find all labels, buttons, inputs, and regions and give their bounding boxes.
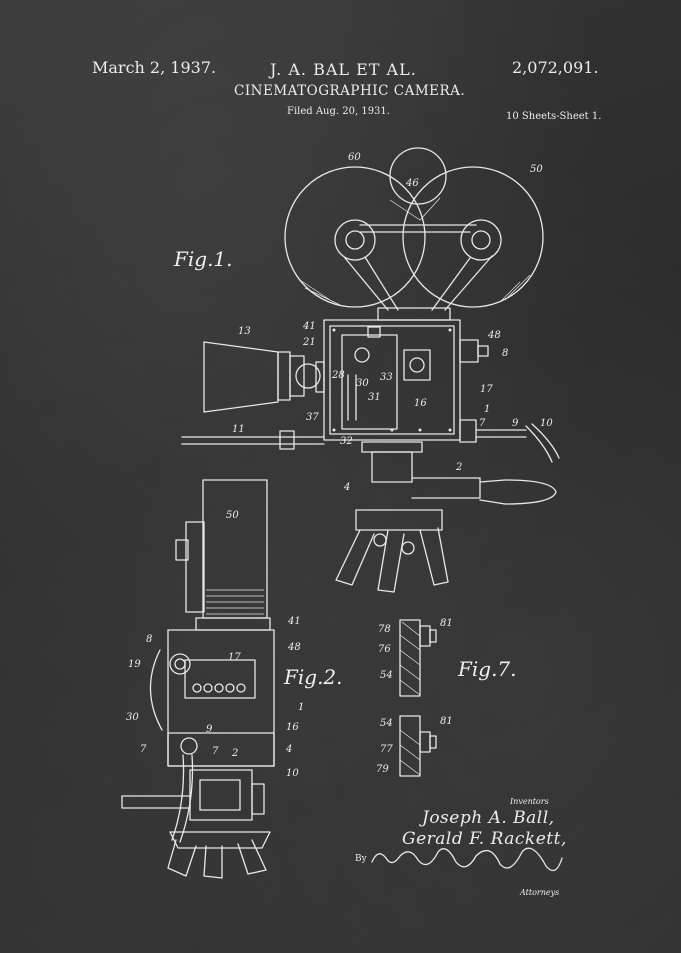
- filed-date: Filed Aug. 20, 1931.: [287, 106, 390, 117]
- reference-numeral: 16: [286, 722, 299, 733]
- patent-title: CINEMATOGRAPHIC CAMERA.: [234, 83, 466, 99]
- reference-numeral: 1: [298, 702, 304, 713]
- patent-date: March 2, 1937.: [92, 58, 217, 77]
- sheet-count: 10 Sheets-Sheet 1.: [506, 111, 602, 122]
- reference-numeral: 46: [405, 178, 419, 189]
- reference-numeral: 16: [414, 398, 427, 409]
- reference-numeral: 30: [126, 712, 139, 723]
- inventor-signature-1: Joseph A. Ball,: [422, 808, 555, 828]
- fig1-title: Fig.1.: [173, 247, 233, 271]
- reference-numeral: 9: [512, 418, 519, 429]
- reference-numeral: 37: [306, 412, 319, 423]
- fig1-reference-numerals: 60 46 50 13 41 21 48 8 28 30 33 31 16 17…: [232, 152, 553, 493]
- reference-numeral: 32: [340, 436, 353, 447]
- reference-numeral: 78: [378, 624, 391, 635]
- reference-numeral: 10: [286, 768, 299, 779]
- reference-numeral: 11: [232, 424, 245, 435]
- reference-numeral: 17: [228, 652, 241, 663]
- fig7-reference-numerals: 78 81 76 54 54 81 77 79: [376, 618, 453, 775]
- reference-numeral: 81: [440, 618, 453, 629]
- reference-numeral: 8: [146, 634, 152, 645]
- reference-numeral: 54: [380, 670, 393, 681]
- reference-numeral: 30: [356, 378, 369, 389]
- fig2-front-drawing: [121, 479, 275, 879]
- reference-numeral: 9: [206, 724, 213, 735]
- fig1-camera-drawing: [181, 147, 560, 593]
- by-label: By: [355, 854, 367, 864]
- reference-numeral: 54: [380, 718, 393, 729]
- reference-numeral: 79: [376, 764, 389, 775]
- reference-numeral: 17: [480, 384, 493, 395]
- reference-numeral: 81: [440, 716, 453, 727]
- reference-numeral: 8: [502, 348, 508, 359]
- inventors-label: Inventors: [510, 797, 549, 806]
- reference-numeral: 41: [287, 616, 301, 627]
- reference-numeral: 48: [487, 330, 501, 341]
- reference-numeral: 1: [484, 404, 490, 415]
- reference-numeral: 60: [348, 152, 361, 163]
- reference-numeral: 21: [302, 337, 316, 348]
- reference-numeral: 33: [380, 372, 393, 383]
- reference-numeral: 19: [128, 659, 141, 670]
- reference-numeral: 77: [380, 744, 393, 755]
- fig2-title: Fig.2.: [283, 665, 343, 689]
- reference-numeral: 7: [479, 418, 486, 429]
- reference-numeral: 50: [530, 164, 543, 175]
- attorneys-label: Attorneys: [520, 888, 560, 897]
- reference-numeral: 7: [212, 746, 219, 757]
- reference-numeral: 76: [378, 644, 391, 655]
- reference-numeral: 28: [331, 370, 345, 381]
- patent-number: 2,072,091.: [512, 58, 599, 77]
- fig2-dial-row: [192, 683, 246, 693]
- reference-numeral: 50: [226, 510, 239, 521]
- reference-numeral: 13: [238, 326, 251, 337]
- reference-numeral: 7: [140, 744, 147, 755]
- reference-numeral: 31: [368, 392, 381, 403]
- reference-numeral: 48: [287, 642, 301, 653]
- attorney-signature-scribble: [371, 847, 563, 872]
- reference-numeral: 4: [343, 482, 350, 493]
- body-rivets: [332, 328, 452, 432]
- fig7-section-drawing: [399, 619, 437, 777]
- fig2-reference-numerals: 50 41 48 8 17 19 30 16 1 9 7 2 7 4 10: [126, 510, 304, 779]
- inventor-signature-2: Gerald F. Rackett,: [402, 829, 567, 849]
- inventor-names: J. A. BAL ET AL.: [270, 60, 417, 79]
- reference-numeral: 4: [285, 744, 292, 755]
- reference-numeral: 10: [540, 418, 553, 429]
- reference-numeral: 2: [455, 462, 462, 473]
- reference-numeral: 41: [302, 321, 316, 332]
- fig7-title: Fig.7.: [457, 657, 517, 681]
- reference-numeral: 2: [231, 748, 238, 759]
